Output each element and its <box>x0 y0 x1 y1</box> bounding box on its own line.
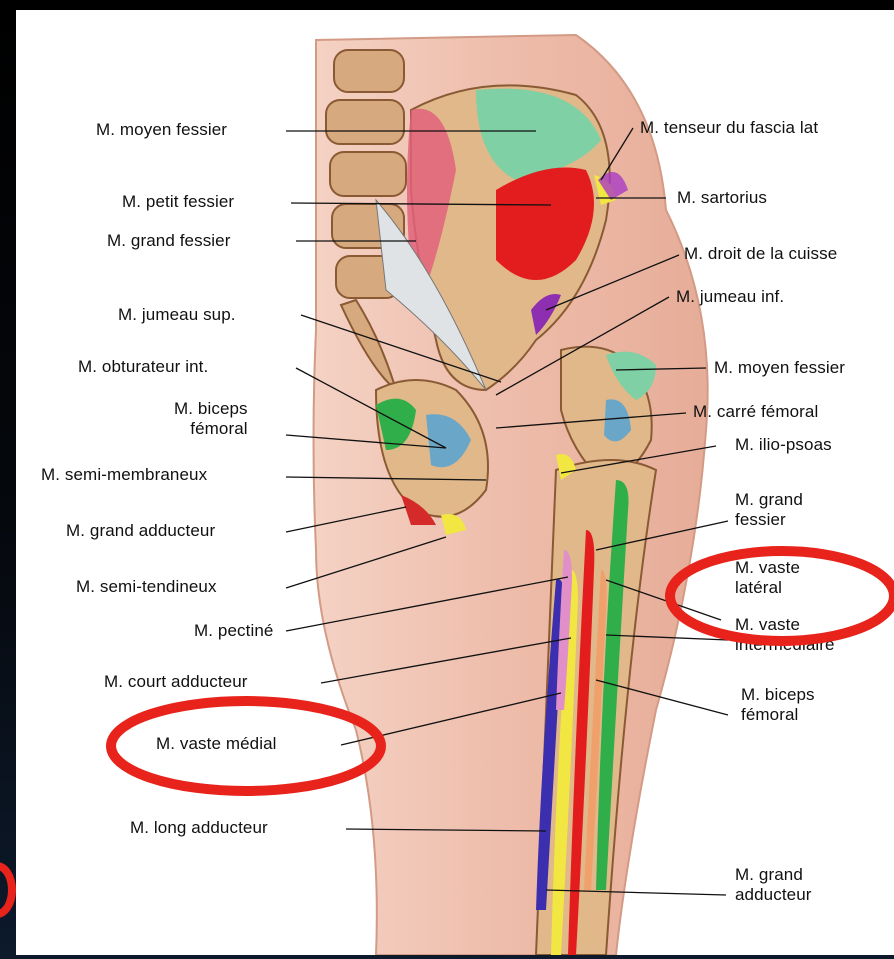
label-vastus-lateralis: M. vaste latéral <box>735 558 800 598</box>
label-rectus-femoris: M. droit de la cuisse <box>684 244 837 264</box>
label-pectineus: M. pectiné <box>194 621 273 641</box>
edge-highlight-mark <box>0 862 16 918</box>
label-quadratus-femoris: M. carré fémoral <box>693 402 818 422</box>
label-gluteus-maximus-right: M. grand fessier <box>735 490 803 530</box>
label-gemellus-inferior: M. jumeau inf. <box>676 287 784 307</box>
label-vastus-medialis: M. vaste médial <box>156 734 277 754</box>
label-sartorius: M. sartorius <box>677 188 767 208</box>
label-gluteus-medius: M. moyen fessier <box>96 120 227 140</box>
label-gluteus-medius-right: M. moyen fessier <box>714 358 845 378</box>
label-adductor-magnus-right: M. grand adducteur <box>735 865 812 905</box>
label-adductor-longus: M. long adducteur <box>130 818 268 838</box>
label-biceps-femoris-right: M. biceps fémoral <box>741 685 815 725</box>
label-gluteus-maximus: M. grand fessier <box>107 231 230 251</box>
label-gemellus-superior: M. jumeau sup. <box>118 305 236 325</box>
label-tensor-fasciae-latae: M. tenseur du fascia lat <box>640 118 818 138</box>
label-iliopsoas: M. ilio-psoas <box>735 435 832 455</box>
anatomy-figure: M. moyen fessier M. petit fessier M. gra… <box>16 10 894 955</box>
label-gluteus-minimus: M. petit fessier <box>122 192 234 212</box>
label-adductor-brevis: M. court adducteur <box>104 672 248 692</box>
label-vastus-intermedius: M. vaste intermédiaire <box>735 615 835 655</box>
label-semimembranosus: M. semi-membraneux <box>41 465 207 485</box>
label-adductor-magnus-left: M. grand adducteur <box>66 521 215 541</box>
label-biceps-femoris-left: M. biceps fémoral <box>174 399 248 439</box>
label-semitendinosus: M. semi-tendineux <box>76 577 217 597</box>
label-obturator-internus: M. obturateur int. <box>78 357 208 377</box>
